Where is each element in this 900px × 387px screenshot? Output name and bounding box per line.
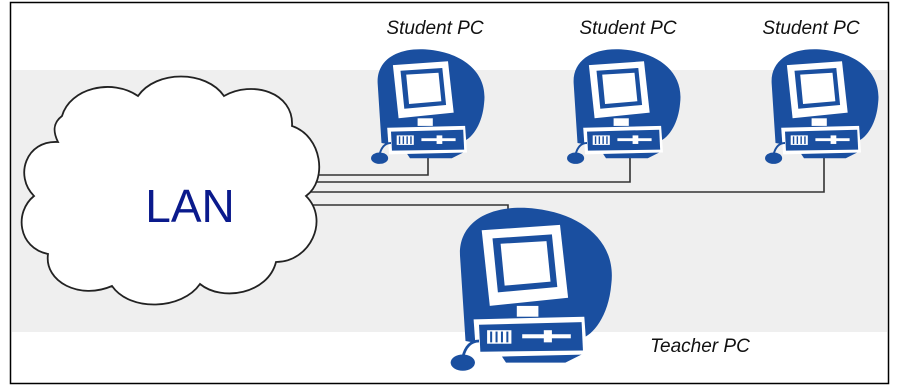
teacher-pc: Teacher PC <box>449 206 750 373</box>
student-pc-1: Student PC <box>370 18 486 165</box>
student-pc-3: Student PC <box>762 18 880 165</box>
student-pc-1-label: Student PC <box>386 18 483 39</box>
link-student-1 <box>300 150 429 176</box>
teacher-pc-label: Teacher PC <box>650 336 750 357</box>
student-pc-2: Student PC <box>566 18 682 165</box>
student-pc-3-label: Student PC <box>762 18 859 39</box>
link-student-2 <box>300 150 631 183</box>
lan-label: LAN <box>145 180 234 232</box>
student-pc-2-label: Student PC <box>579 18 676 39</box>
link-student-3 <box>300 150 825 193</box>
lan-cloud: LAN <box>20 75 320 306</box>
